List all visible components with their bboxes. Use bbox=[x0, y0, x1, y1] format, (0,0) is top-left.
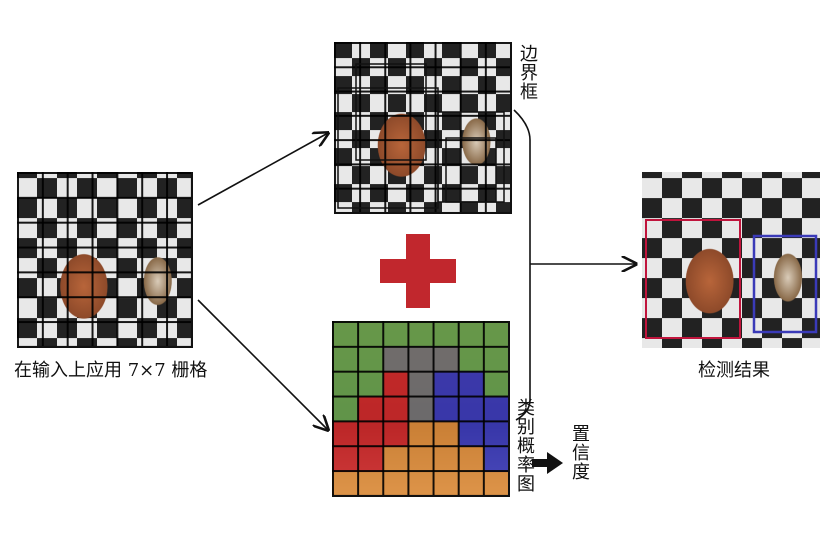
result-label: 检测结果 bbox=[698, 360, 770, 381]
class-prob-label: 类别概率图 bbox=[514, 398, 535, 493]
result-image bbox=[642, 172, 820, 348]
bounding-boxes bbox=[337, 63, 505, 209]
confidence-label: 置信度 bbox=[569, 424, 590, 481]
plus-icon bbox=[380, 234, 456, 308]
grid-overlay bbox=[334, 42, 512, 214]
grid-overlay bbox=[17, 172, 193, 348]
arrow-to-bbox bbox=[197, 133, 328, 206]
dog-left-box bbox=[645, 219, 741, 339]
grid-overlay bbox=[332, 321, 510, 497]
scene-photo bbox=[642, 172, 820, 348]
input-caption: 在输入上应用 7×7 栅格 bbox=[14, 360, 208, 381]
bbox-label: 边界框 bbox=[517, 44, 538, 101]
detection-boxes bbox=[645, 219, 818, 339]
arrow-right-icon bbox=[532, 452, 563, 474]
bbox-image bbox=[334, 42, 512, 214]
class-probability-map bbox=[332, 321, 510, 497]
input-image bbox=[17, 172, 193, 348]
merge-bracket bbox=[513, 109, 531, 421]
arrow-to-classmap bbox=[197, 299, 328, 430]
dog-right-box bbox=[752, 234, 818, 334]
